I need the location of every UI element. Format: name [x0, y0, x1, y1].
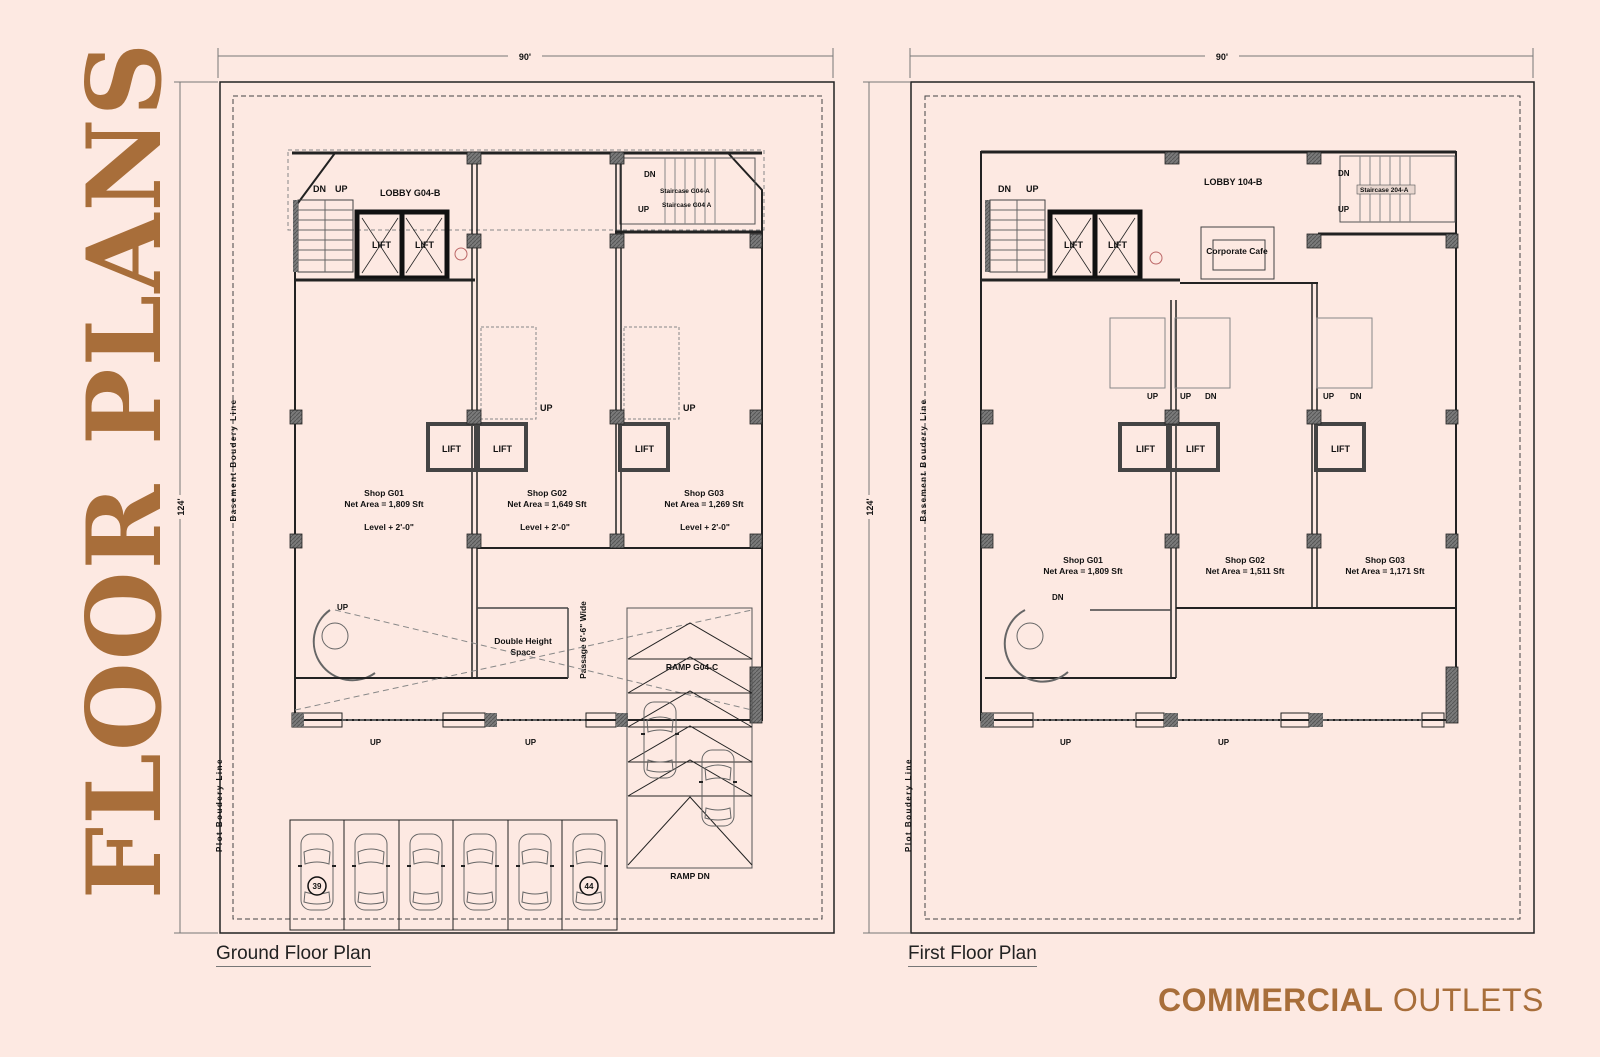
- ramp-dn-label: RAMP DN: [670, 871, 710, 881]
- svg-text:UP: UP: [1338, 205, 1350, 214]
- height-dimension: 124': [865, 498, 875, 515]
- ground-floor-plan: 90' 124' Basement Boudery Line Plot Boud…: [173, 47, 835, 934]
- stair-up-label: UP: [638, 205, 650, 214]
- svg-text:UP: UP: [1218, 738, 1230, 747]
- ramp-label: RAMP G04-C: [666, 662, 718, 672]
- plot-boundary-label: Plot Boudery Line: [215, 758, 224, 852]
- stair-dn-label: DN: [313, 184, 326, 194]
- first-floor-plan: 90' 124' Basement Boudery Line Plot Boud…: [862, 47, 1535, 934]
- svg-text:UP: UP: [1147, 392, 1159, 401]
- shop-name: Shop G03: [1365, 555, 1405, 565]
- svg-text:LIFT: LIFT: [442, 444, 461, 454]
- svg-text:UP: UP: [540, 403, 553, 413]
- svg-text:UP: UP: [337, 603, 349, 612]
- svg-text:DN: DN: [1350, 392, 1362, 401]
- shop-name: Shop G02: [1225, 555, 1265, 565]
- plot-boundary-label: Plot Boudery Line: [904, 758, 913, 852]
- svg-text:DN: DN: [1205, 392, 1217, 401]
- svg-text:UP: UP: [683, 403, 696, 413]
- svg-text:LIFT: LIFT: [1186, 444, 1205, 454]
- shop-area: Net Area = 1,511 Sft: [1206, 566, 1285, 576]
- shop-area: Net Area = 1,269 Sft: [664, 499, 743, 509]
- parking-bays: 39 44: [289, 819, 618, 931]
- cafe-label: Corporate Cafe: [1206, 246, 1268, 256]
- shop-area: Net Area = 1,809 Sft: [344, 499, 423, 509]
- storefront: [291, 712, 628, 728]
- svg-text:LIFT: LIFT: [372, 240, 391, 250]
- shop-name: Shop G01: [1063, 555, 1103, 565]
- svg-text:UP: UP: [370, 738, 382, 747]
- ramp: [626, 607, 753, 869]
- shop-area: Net Area = 1,171 Sft: [1345, 566, 1424, 576]
- shop-name: Shop G01: [364, 488, 404, 498]
- double-height-label: Double Height: [494, 636, 552, 646]
- svg-text:Space: Space: [510, 647, 535, 657]
- svg-text:DN: DN: [1338, 169, 1350, 178]
- svg-text:LIFT: LIFT: [1064, 240, 1083, 250]
- staircase-label-2: Staircase G04 A: [662, 202, 712, 209]
- lobby-lift-core: LIFT LIFT: [354, 209, 450, 281]
- shop-area: Net Area = 1,649 Sft: [507, 499, 586, 509]
- shop-level: Level + 2'-0": [520, 522, 570, 532]
- svg-text:LIFT: LIFT: [1331, 444, 1350, 454]
- lobby-label: LOBBY 104-B: [1204, 177, 1263, 187]
- lobby-label: LOBBY G04-B: [380, 188, 441, 198]
- svg-text:LIFT: LIFT: [415, 240, 434, 250]
- shop-name: Shop G03: [684, 488, 724, 498]
- svg-text:LIFT: LIFT: [493, 444, 512, 454]
- shop-lifts: [426, 422, 670, 472]
- brand-bold: COMMERCIAL: [1158, 982, 1384, 1018]
- svg-text:UP: UP: [525, 738, 537, 747]
- svg-text:DN: DN: [1052, 593, 1064, 602]
- stair-up-label: UP: [335, 184, 348, 194]
- basement-boundary-label: Basement Boudery Line: [229, 398, 238, 521]
- svg-text:LIFT: LIFT: [1108, 240, 1127, 250]
- svg-text:DN: DN: [998, 184, 1011, 194]
- svg-text:LIFT: LIFT: [635, 444, 654, 454]
- svg-text:UP: UP: [1180, 392, 1192, 401]
- brand-title: COMMERCIAL OUTLETS: [1158, 982, 1544, 1019]
- parking-number: 44: [585, 882, 594, 891]
- spiral-stair: [312, 609, 376, 682]
- brand-light: OUTLETS: [1392, 982, 1544, 1018]
- width-dimension: 90': [1216, 52, 1228, 62]
- shop-name: Shop G02: [527, 488, 567, 498]
- shop-level: Level + 2'-0": [364, 522, 414, 532]
- shop-area: Net Area = 1,809 Sft: [1043, 566, 1122, 576]
- staircase-label: Staircase G04-A: [660, 188, 710, 195]
- height-dimension: 124': [176, 498, 186, 515]
- ground-floor-caption: Ground Floor Plan: [216, 943, 372, 967]
- svg-text:LIFT: LIFT: [1136, 444, 1155, 454]
- staircase-label: Staircase 204-A: [1360, 187, 1409, 194]
- svg-text:UP: UP: [1323, 392, 1335, 401]
- shop-level: Level + 2'-0": [680, 522, 730, 532]
- lobby-lift-core: LIFT LIFT: [1047, 209, 1143, 281]
- width-dimension: 90': [519, 52, 531, 62]
- svg-text:UP: UP: [1060, 738, 1072, 747]
- basement-boundary-label: Basement Boudery Line: [919, 398, 928, 521]
- first-floor-caption: First Floor Plan: [908, 943, 1037, 967]
- passage-label: Passage 6'-6" Wide: [578, 601, 588, 679]
- parking-number: 39: [313, 882, 322, 891]
- svg-text:UP: UP: [1026, 184, 1039, 194]
- stair-dn-label: DN: [644, 170, 656, 179]
